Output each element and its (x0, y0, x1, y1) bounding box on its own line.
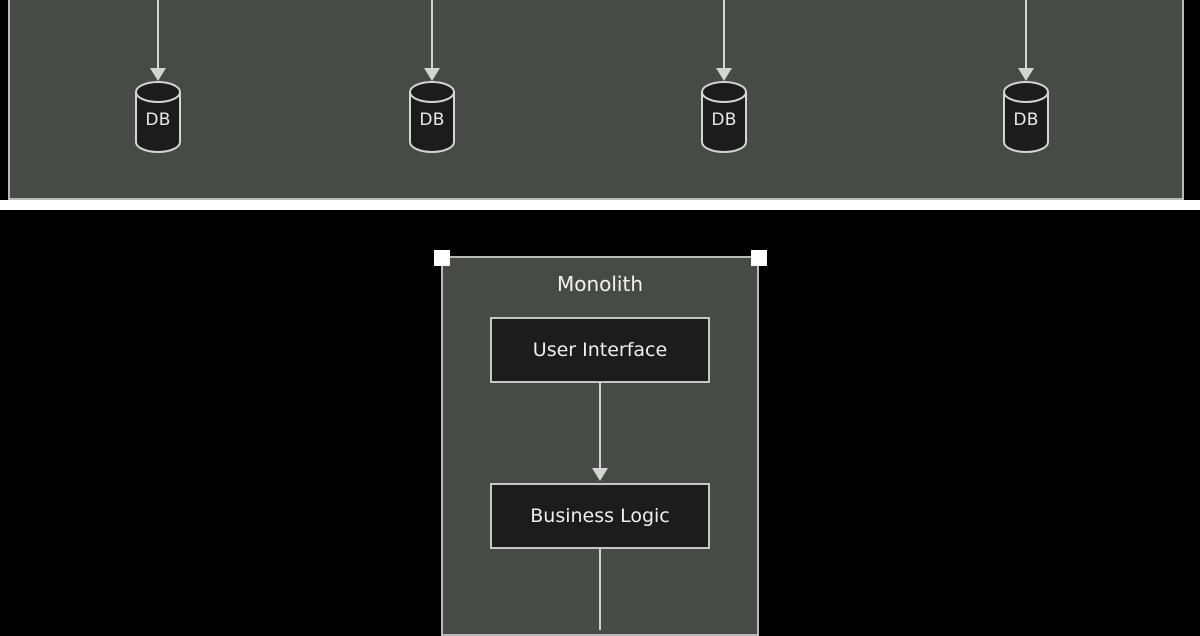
database-label: DB (711, 110, 737, 130)
database-cylinder-icon[interactable]: DB (134, 81, 182, 153)
database-label: DB (1013, 110, 1039, 130)
arrow-head-to-db-4 (1018, 68, 1034, 81)
arrow-line-to-db-2 (431, 0, 433, 72)
arrow-line-to-db-4 (1025, 0, 1027, 72)
business-logic-box[interactable]: Business Logic (490, 483, 710, 549)
arrow-line-to-db-3 (723, 0, 725, 72)
database-label: DB (145, 110, 171, 130)
database-cylinder-icon[interactable]: DB (1002, 81, 1050, 153)
arrow-head-ui-to-business-logic (592, 468, 608, 481)
database-label: DB (419, 110, 445, 130)
arrow-head-to-db-1 (150, 68, 166, 81)
database-group-2[interactable]: DB (402, 0, 462, 170)
selection-handle-top-right[interactable] (751, 250, 767, 266)
database-group-4[interactable]: DB (996, 0, 1056, 170)
panel-separator (0, 200, 1200, 210)
connector-business-logic-downward (599, 549, 601, 630)
database-cylinder-icon[interactable]: DB (700, 81, 748, 153)
user-interface-box[interactable]: User Interface (490, 317, 710, 383)
selection-handle-top-left[interactable] (434, 250, 450, 266)
monolith-title: Monolith (556, 272, 644, 296)
connector-ui-to-business-logic (599, 383, 601, 471)
microservices-panel[interactable] (8, 0, 1184, 200)
database-group-3[interactable]: DB (694, 0, 754, 170)
database-group-1[interactable]: DB (128, 0, 188, 170)
arrow-line-to-db-1 (157, 0, 159, 72)
arrow-head-to-db-3 (716, 68, 732, 81)
database-cylinder-icon[interactable]: DB (408, 81, 456, 153)
arrow-head-to-db-2 (424, 68, 440, 81)
